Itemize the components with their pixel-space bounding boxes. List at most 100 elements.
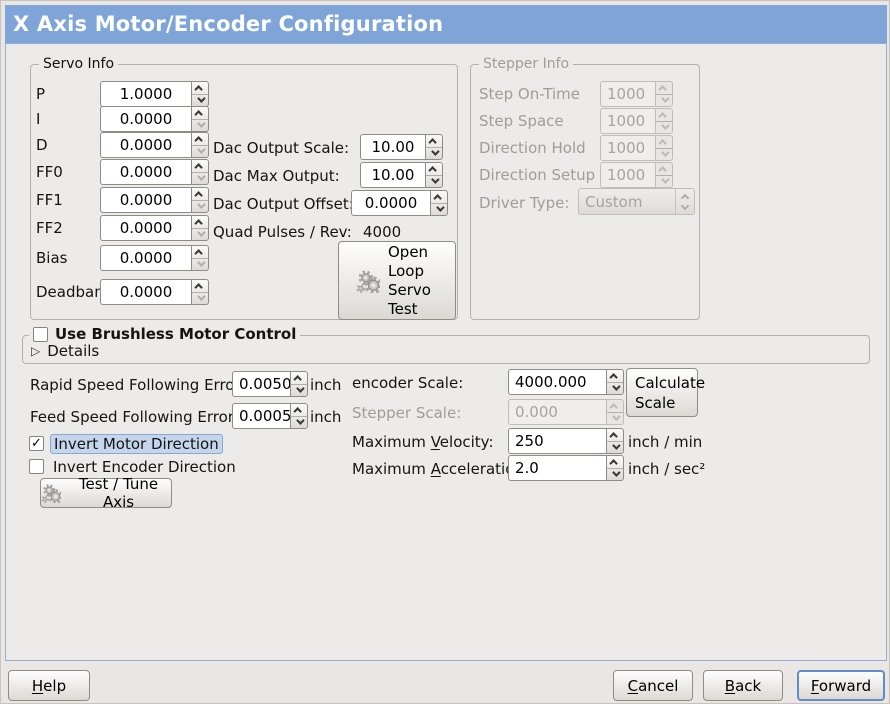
spin-entry[interactable]: 0.0000 bbox=[351, 190, 430, 216]
spin-buttons bbox=[606, 428, 624, 454]
quad-pulses-label: Quad Pulses / Rev: bbox=[213, 223, 352, 241]
spin-down-icon[interactable] bbox=[607, 441, 623, 454]
spin-buttons bbox=[191, 106, 209, 132]
cancel-button[interactable]: Cancel bbox=[613, 670, 693, 701]
spin-entry[interactable]: 1.0000 bbox=[100, 81, 191, 107]
spin-up-icon[interactable] bbox=[192, 246, 208, 259]
servo-param-spinbox-ff0[interactable]: 0.0000 bbox=[100, 159, 209, 185]
back-button[interactable]: Back bbox=[703, 670, 783, 701]
servo-param-spinbox-deadband[interactable]: 0.0000 bbox=[100, 279, 209, 305]
dac-output-scale-label: Dac Output Scale: bbox=[213, 139, 350, 157]
details-expander[interactable]: ▷ Details bbox=[31, 342, 99, 360]
spin-down-icon[interactable] bbox=[291, 384, 307, 397]
test-tune-axis-button[interactable]: Test / Tune Axis bbox=[40, 475, 172, 511]
invert-encoder-checkbox[interactable] bbox=[29, 459, 44, 474]
spin-up-icon[interactable] bbox=[607, 429, 623, 442]
spin-up-icon[interactable] bbox=[426, 135, 442, 148]
spin-down-icon[interactable] bbox=[431, 203, 447, 216]
details-label: Details bbox=[47, 342, 100, 360]
spin-down-icon[interactable] bbox=[607, 468, 623, 481]
servo-param-label-ff1: FF1 bbox=[36, 191, 63, 209]
servo-param-label-i: I bbox=[36, 110, 41, 128]
spin-down-icon[interactable] bbox=[192, 228, 208, 241]
spin-buttons bbox=[655, 108, 673, 134]
spin-down-icon[interactable] bbox=[192, 145, 208, 158]
spin-up-icon[interactable] bbox=[291, 404, 307, 417]
spin-entry[interactable]: 10.00 bbox=[360, 162, 425, 188]
spin-up-icon[interactable] bbox=[607, 456, 623, 469]
spin-entry[interactable]: 250 bbox=[508, 428, 606, 454]
help-button[interactable]: Help bbox=[8, 670, 90, 701]
spin-down-icon bbox=[656, 94, 672, 107]
spin-up-icon[interactable] bbox=[291, 372, 307, 385]
spin-up-icon[interactable] bbox=[192, 280, 208, 293]
spin-entry[interactable]: 0.0000 bbox=[100, 187, 191, 213]
use-brushless-checkbox[interactable] bbox=[33, 326, 48, 342]
spin-down-icon[interactable] bbox=[192, 172, 208, 185]
spin-entry[interactable]: 0.0005 bbox=[232, 403, 290, 429]
spin-up-icon[interactable] bbox=[192, 82, 208, 95]
servo-param-spinbox-ff2[interactable]: 0.0000 bbox=[100, 215, 209, 241]
direction-setup-label: Direction Setup bbox=[479, 166, 596, 184]
forward-button[interactable]: Forward bbox=[797, 670, 885, 701]
encoder-scale-spinbox[interactable]: 4000.000 bbox=[508, 369, 624, 395]
spin-down-icon[interactable] bbox=[426, 175, 442, 188]
servo-param-spinbox-ff1[interactable]: 0.0000 bbox=[100, 187, 209, 213]
spin-down-icon[interactable] bbox=[291, 416, 307, 429]
brushless-frame: Use Brushless Motor Control ▷ Details bbox=[22, 325, 870, 364]
max-acceleration-label: Maximum Acceleration: bbox=[352, 460, 529, 478]
max-acceleration-spinbox[interactable]: 2.0 bbox=[508, 455, 624, 481]
spin-up-icon[interactable] bbox=[192, 107, 208, 120]
feed-following-error-unit: inch bbox=[310, 408, 342, 426]
dac-output-offset-spinbox[interactable]: 0.0000 bbox=[351, 190, 448, 216]
rapid-following-error-spinbox[interactable]: 0.0050 bbox=[232, 371, 308, 397]
servo-param-spinbox-d[interactable]: 0.0000 bbox=[100, 132, 209, 158]
main-content: Servo Info P 1.0000 I 0.0000 D 0.0000 FF… bbox=[5, 43, 887, 661]
spin-down-icon bbox=[607, 412, 623, 425]
spin-entry[interactable]: 0.0000 bbox=[100, 106, 191, 132]
spin-down-icon[interactable] bbox=[192, 94, 208, 107]
spin-entry[interactable]: 0.0000 bbox=[100, 279, 191, 305]
invert-motor-checkbox[interactable]: ✓ bbox=[29, 436, 44, 451]
spin-up-icon[interactable] bbox=[192, 216, 208, 229]
spin-entry[interactable]: 0.0000 bbox=[100, 132, 191, 158]
open-loop-servo-test-button[interactable]: Open Loop Servo Test bbox=[338, 241, 456, 320]
expander-triangle-icon[interactable]: ▷ bbox=[31, 344, 41, 358]
servo-param-spinbox-i[interactable]: 0.0000 bbox=[100, 106, 209, 132]
spin-entry[interactable]: 10.00 bbox=[360, 134, 425, 160]
spin-down-icon[interactable] bbox=[192, 200, 208, 213]
dac-max-output-spinbox[interactable]: 10.00 bbox=[360, 162, 443, 188]
spin-entry[interactable]: 4000.000 bbox=[508, 369, 606, 395]
spin-up-icon[interactable] bbox=[607, 370, 623, 383]
invert-encoder-label[interactable]: Invert Encoder Direction bbox=[53, 458, 236, 476]
spin-up-icon[interactable] bbox=[192, 160, 208, 173]
spin-down-icon[interactable] bbox=[607, 382, 623, 395]
dac-output-scale-spinbox[interactable]: 10.00 bbox=[360, 134, 443, 160]
spin-entry[interactable]: 0.0000 bbox=[100, 159, 191, 185]
direction-hold-label: Direction Hold bbox=[479, 139, 586, 157]
spin-entry[interactable]: 0.0050 bbox=[232, 371, 290, 397]
spin-buttons bbox=[290, 403, 308, 429]
spin-down-icon[interactable] bbox=[192, 292, 208, 305]
invert-motor-label[interactable]: Invert Motor Direction bbox=[50, 434, 223, 454]
max-velocity-unit: inch / min bbox=[628, 433, 703, 451]
direction-setup-spinbox: 1000 bbox=[600, 162, 673, 188]
spin-entry[interactable]: 2.0 bbox=[508, 455, 606, 481]
spin-down-icon[interactable] bbox=[426, 147, 442, 160]
spin-down-icon[interactable] bbox=[192, 119, 208, 132]
spin-entry[interactable]: 0.0000 bbox=[100, 245, 191, 271]
feed-following-error-spinbox[interactable]: 0.0005 bbox=[232, 403, 308, 429]
spin-up-icon[interactable] bbox=[431, 191, 447, 204]
max-velocity-spinbox[interactable]: 250 bbox=[508, 428, 624, 454]
spin-up-icon[interactable] bbox=[426, 163, 442, 176]
servo-param-spinbox-bias[interactable]: 0.0000 bbox=[100, 245, 209, 271]
servo-param-spinbox-p[interactable]: 1.0000 bbox=[100, 81, 209, 107]
spin-up-icon[interactable] bbox=[192, 133, 208, 146]
spin-up-icon bbox=[656, 82, 672, 95]
use-brushless-label: Use Brushless Motor Control bbox=[55, 325, 297, 343]
spin-up-icon[interactable] bbox=[192, 188, 208, 201]
servo-info-legend: Servo Info bbox=[39, 56, 119, 72]
calculate-scale-button[interactable]: Calculate Scale bbox=[626, 368, 705, 417]
spin-entry[interactable]: 0.0000 bbox=[100, 215, 191, 241]
spin-down-icon[interactable] bbox=[192, 258, 208, 271]
